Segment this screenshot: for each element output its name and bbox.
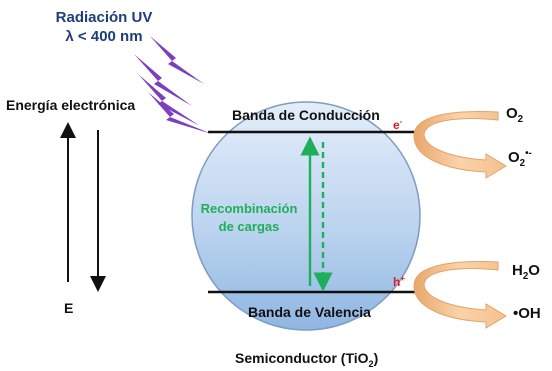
water-h-symbol: H — [512, 262, 523, 279]
curved-flow-arrow-icon — [413, 111, 507, 179]
hole-charge: + — [400, 274, 405, 283]
superoxide-product: O2•- — [508, 148, 532, 169]
hole-label: h+ — [393, 274, 405, 289]
electron-symbol: e — [393, 118, 400, 132]
recombination-line2: de cargas — [218, 218, 280, 234]
recombination-label: Recombinación de cargas — [194, 200, 304, 235]
semiconductor-subscript: 2 — [368, 358, 374, 369]
recombination-line1: Recombinación — [200, 201, 298, 216]
conduction-band-label: Banda de Conducción — [232, 107, 380, 123]
water-o-symbol: O — [528, 262, 540, 279]
oxygen-symbol: O — [506, 105, 518, 122]
oxygen-subscript: 2 — [517, 114, 524, 125]
energy-axis-title: Energía electrónica — [6, 97, 136, 113]
water-reactant: H2O — [512, 262, 540, 281]
hydroxyl-product: •OH — [513, 305, 541, 322]
uv-label: Radiación UV λ < 400 nm — [40, 10, 168, 44]
uv-wavelength: λ < 400 nm — [65, 28, 143, 45]
semiconductor-sphere — [191, 101, 421, 331]
energy-axis-label: E — [64, 300, 74, 316]
hole-symbol: h — [393, 275, 401, 289]
electron-label: e- — [393, 117, 403, 132]
semiconductor-caption: Semiconductor (TiO2) — [235, 350, 379, 368]
semiconductor-close: ) — [373, 350, 379, 366]
electron-charge: - — [399, 117, 403, 126]
superoxide-symbol: O — [508, 149, 520, 166]
superoxide-charge: •- — [525, 148, 532, 159]
uv-lightning-icon — [134, 36, 212, 134]
water-subscript: 2 — [522, 271, 529, 282]
superoxide-subscript: 2 — [519, 158, 526, 169]
oxygen-reactant: O2 — [506, 105, 523, 124]
curved-flow-arrow-icon — [413, 261, 507, 329]
uv-title: Radiación UV — [55, 9, 153, 26]
valence-band-label: Banda de Valencia — [248, 304, 371, 320]
semiconductor-text: Semiconductor (TiO — [235, 350, 369, 366]
